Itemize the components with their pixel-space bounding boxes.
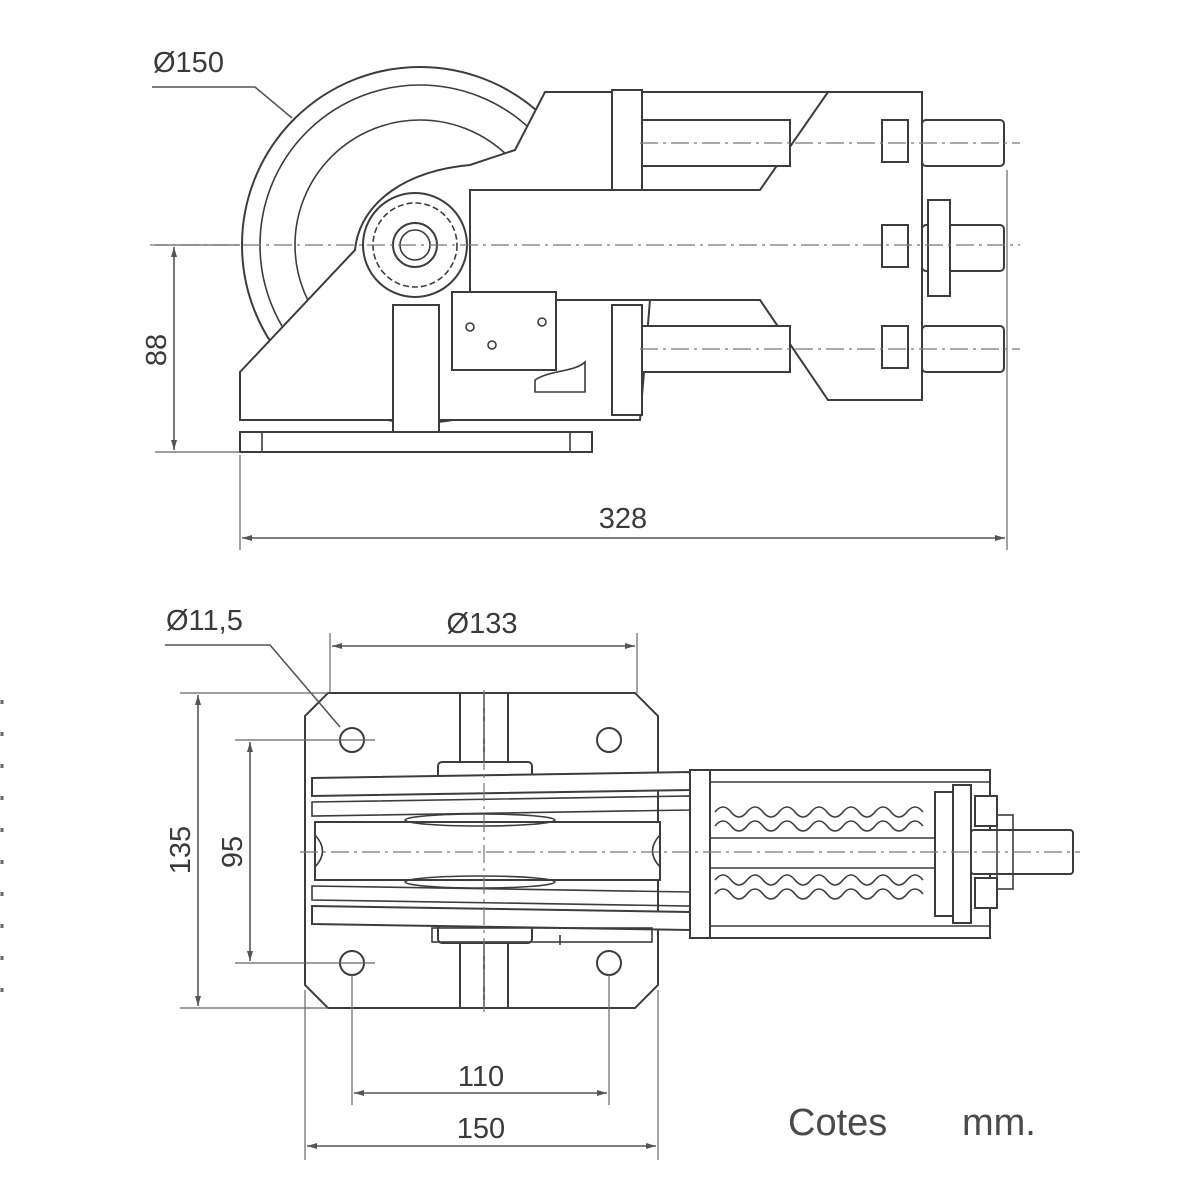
end-plate-slots — [881, 119, 951, 369]
top-view: Ø11,5 Ø133 135 95 110 — [165, 605, 1080, 1160]
units-note: Cotes mm. — [788, 1102, 1036, 1144]
length-dimension: 328 — [239, 170, 1008, 550]
hole-spacing-dimension: 110 — [351, 975, 610, 1105]
base-length-dimension: 150 — [304, 990, 659, 1160]
spring-housing — [689, 769, 991, 939]
switch-box — [451, 291, 586, 393]
pulley-diameter-label: Ø150 — [153, 47, 224, 79]
cotes-label: Cotes — [788, 1102, 887, 1144]
hole-diameter-dimension: Ø11,5 — [165, 605, 341, 728]
hole-diameter-label: Ø11,5 — [166, 605, 243, 637]
pulley-diameter-dimension: Ø150 — [152, 47, 293, 119]
height-label: 88 — [141, 334, 173, 366]
side-view: Ø150 88 328 — [141, 47, 1020, 550]
inner-width-label: 95 — [217, 836, 249, 868]
top-pulley — [314, 761, 661, 944]
springs — [710, 806, 935, 900]
width-label: 135 — [165, 826, 197, 874]
base-length-label: 150 — [457, 1113, 505, 1145]
unit-label: mm. — [962, 1102, 1036, 1144]
height-dimension: 88 — [141, 244, 240, 453]
bolt-circle-label: Ø133 — [447, 608, 518, 640]
bolt-circle-dimension: Ø133 — [329, 608, 638, 693]
width-dimension: 135 — [165, 692, 328, 1009]
frame-bars — [311, 770, 691, 945]
length-label: 328 — [599, 503, 647, 535]
hole-spacing-label: 110 — [458, 1061, 504, 1093]
base-plate — [239, 431, 593, 453]
vertical-plates — [392, 89, 643, 436]
inner-width-dimension: 95 — [217, 739, 375, 964]
